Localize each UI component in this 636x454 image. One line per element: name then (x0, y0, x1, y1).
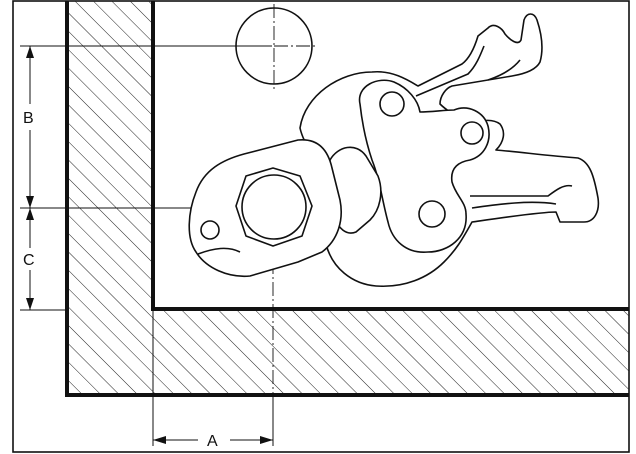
jaw-split-line (197, 247, 241, 255)
hatched-wall-section (67, 1, 629, 395)
jaw-pin-hole (200, 220, 220, 240)
pipe-in-jaw (235, 167, 313, 247)
lower-jaw-line (470, 184, 573, 209)
tool-plate (358, 79, 490, 253)
dimension-label-a: A (207, 433, 218, 450)
pressing-tool (188, 13, 600, 288)
drawing-frame (12, 0, 630, 453)
pipe-inner-circle (241, 174, 307, 240)
dimension-arrowheads (26, 46, 273, 444)
dimension-label-c: C (23, 252, 35, 269)
dimension-label-b: B (23, 110, 34, 127)
pipe-circle (235, 7, 313, 85)
wall-outer-edge (65, 1, 629, 397)
upper-jaw-line (415, 45, 521, 97)
pivot-hole-right (460, 121, 484, 145)
pivot-hole-bottom (418, 200, 446, 228)
pivot-hole-top (379, 91, 405, 117)
